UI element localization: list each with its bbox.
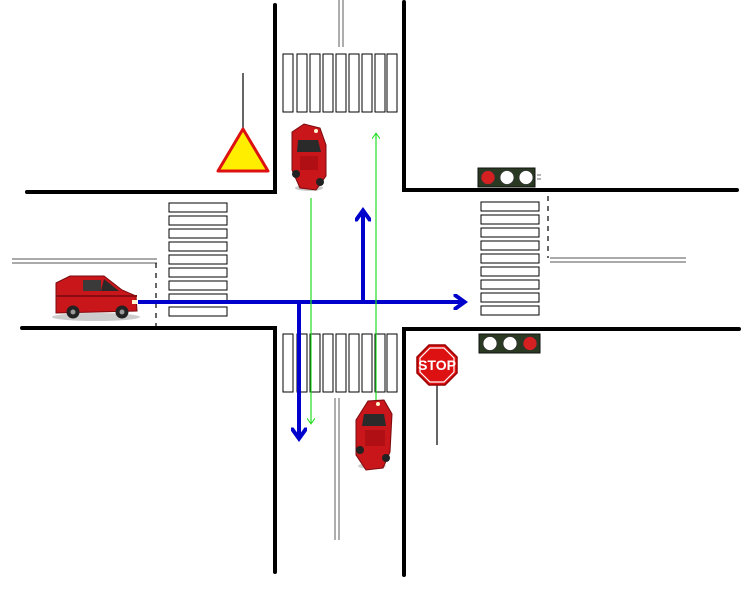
traffic-light-east-bottom [478,333,541,354]
road-edge-south-east [402,327,741,577]
traffic-light-east-top [477,167,541,188]
center-lines [12,0,686,540]
routes-green [311,134,376,423]
road-edge-north-east [402,0,739,192]
yield-triangle-icon [216,73,270,173]
red-van-west [52,275,140,321]
red-car-south [355,399,393,471]
crosswalk-east [480,201,540,316]
crosswalk-north [282,53,398,113]
routes-blue [138,212,463,437]
road-edge-south-west [20,326,277,574]
road-edges [20,0,741,577]
crosswalk-west [168,202,228,317]
crosswalk-south [282,333,398,393]
red-car-north [291,123,327,191]
stop-lines [155,196,549,326]
road-edge-north-west [25,3,277,194]
stop-octagon-icon: STOP [416,344,458,445]
stop-sign-label: STOP [418,357,456,373]
